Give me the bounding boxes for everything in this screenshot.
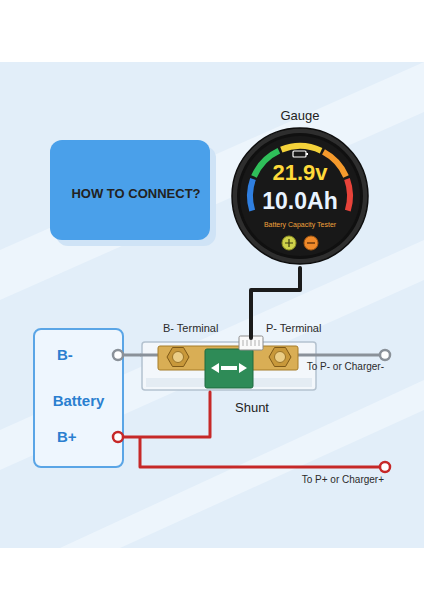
terminal-bolt <box>269 348 291 367</box>
terminal-name: B+ <box>57 428 77 446</box>
shunt-caption: Shunt <box>235 400 269 416</box>
wire-label: To P- or Charger- <box>307 361 384 373</box>
terminal-dot <box>380 462 390 472</box>
gauge-level-arc <box>250 179 253 211</box>
title-text: HOW TO CONNECT? <box>71 185 200 203</box>
bolt-head <box>275 352 286 363</box>
terminal-bolt <box>167 348 189 367</box>
terminal-name: B- <box>57 346 73 364</box>
terminal-dot <box>380 350 390 360</box>
gauge-button <box>304 236 318 250</box>
gauge-button <box>282 236 296 250</box>
wire-label: To P+ or Charger+ <box>302 474 384 486</box>
bolt-head <box>173 352 184 363</box>
button-symbol <box>285 239 293 247</box>
gauge-level-arc <box>281 146 321 151</box>
title-box: HOW TO CONNECT? <box>50 140 210 240</box>
terminal-dot <box>113 432 123 442</box>
gauge-level-arc <box>347 179 350 211</box>
battery-box: B- BatteryB+ <box>33 328 124 468</box>
terminal-dot <box>113 350 123 360</box>
negative-wire <box>124 354 140 357</box>
terminal-label: P- Terminal <box>266 322 321 335</box>
connector-pins <box>243 340 259 346</box>
battery-icon <box>293 151 306 157</box>
display-caption: Battery Capacity Tester <box>230 221 370 229</box>
pcb-arrows <box>211 363 247 373</box>
output-wire-positive <box>140 437 380 467</box>
voltage-reading: 21.9v <box>230 160 370 186</box>
button-symbol <box>307 242 315 243</box>
shunt-pcb <box>205 349 253 388</box>
gauge-caption: Gauge <box>230 108 370 124</box>
output-wire-negative <box>290 354 380 357</box>
terminal-label: B- Terminal <box>163 322 218 335</box>
capacity-reading: 10.0Ah <box>230 188 370 216</box>
battery-name: Battery <box>35 392 122 410</box>
diagonal-stripe <box>0 62 424 300</box>
pcb-mark <box>221 366 237 370</box>
battery-icon-tip <box>306 153 308 155</box>
positive-sense-wire <box>124 392 210 437</box>
blue-band <box>0 62 424 548</box>
shunt: Shunt <box>140 338 318 392</box>
shunt-base <box>142 342 316 390</box>
gauge-display: Gauge 21.9v10.0AhBattery Capacity Tester <box>230 108 370 268</box>
